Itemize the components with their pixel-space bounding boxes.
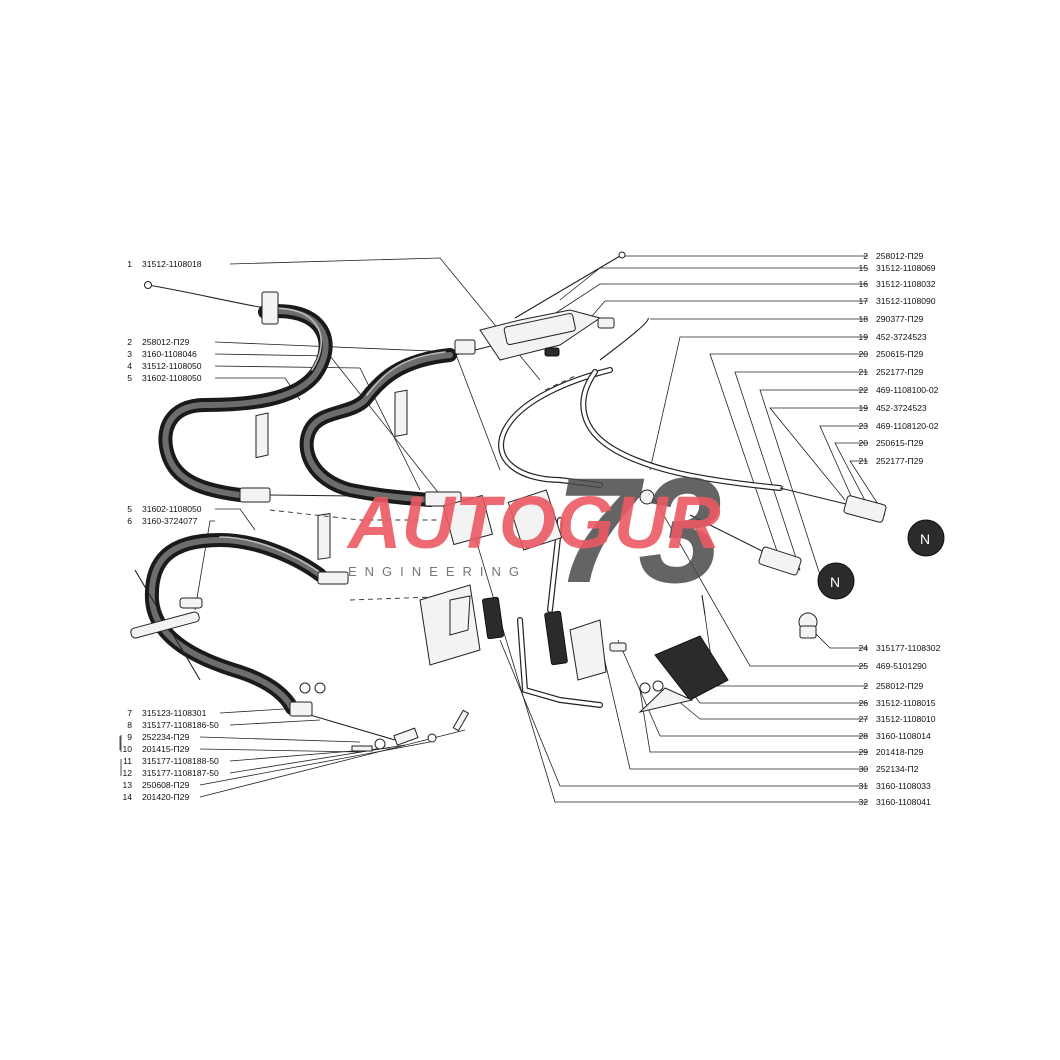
right-label-code: 3160-1108041 bbox=[876, 797, 931, 807]
right-label-code: 469-5101290 bbox=[876, 661, 927, 671]
left-label-code: 31512-1108050 bbox=[142, 361, 202, 371]
right-label-code: 252177-П29 bbox=[876, 456, 923, 466]
right-label-number: 16 bbox=[858, 279, 868, 289]
right-label-number: 20 bbox=[858, 438, 868, 448]
left-label-code: 3160-1108046 bbox=[142, 349, 197, 359]
watermark-tagline: ENGINEERING bbox=[348, 564, 527, 579]
left-label-number: 5 bbox=[127, 373, 132, 383]
brake-pedal-assembly bbox=[419, 489, 729, 713]
left-label-code: 201415-П29 bbox=[142, 744, 189, 754]
right-label-code: 31512-1108069 bbox=[876, 263, 936, 273]
left-label-number: 13 bbox=[122, 780, 132, 790]
right-label-code: 201418-П29 bbox=[876, 747, 923, 757]
right-label-code: 3160-1108014 bbox=[876, 731, 931, 741]
right-label-code: 290377-П29 bbox=[876, 314, 923, 324]
control-knobs: N N bbox=[639, 489, 945, 639]
left-label-number: 7 bbox=[127, 708, 132, 718]
right-part-labels: 2 258012-П29 15 31512-1108069 16 31512-110803… bbox=[858, 251, 940, 807]
right-label-number: 17 bbox=[858, 296, 868, 306]
left-label-number: 8 bbox=[127, 720, 132, 730]
right-label-number: 2 bbox=[863, 251, 868, 261]
right-label-number: 2 bbox=[863, 681, 868, 691]
right-label-code: 250615-П29 bbox=[876, 349, 923, 359]
left-label-number: 11 bbox=[123, 756, 132, 766]
right-label-code: 31512-1108010 bbox=[876, 714, 936, 724]
left-label-code: 315177-1108188-50 bbox=[142, 756, 219, 766]
left-label-code: 3160-3724077 bbox=[142, 516, 198, 526]
left-label-number: 6 bbox=[127, 516, 132, 526]
left-label-code: 258012-П29 bbox=[142, 337, 189, 347]
right-label-code: 252177-П29 bbox=[876, 367, 923, 377]
right-label-number: 25 bbox=[858, 661, 868, 671]
left-label-code: 31602-1108050 bbox=[142, 373, 202, 383]
left-label-code: 201420-П29 bbox=[142, 792, 189, 802]
left-label-code: 31512-1108018 bbox=[142, 259, 202, 269]
right-label-number: 20 bbox=[858, 349, 868, 359]
left-leader-lines bbox=[119, 257, 541, 798]
right-label-code: 250615-П29 bbox=[876, 438, 923, 448]
right-label-code: 452-3724523 bbox=[876, 332, 927, 342]
right-label-code: 315177-1108302 bbox=[876, 643, 941, 653]
left-label-number: 10 bbox=[122, 744, 132, 754]
right-label-code: 31512-1108032 bbox=[876, 279, 936, 289]
right-label-number: 27 bbox=[858, 714, 868, 724]
right-label-number: 19 bbox=[858, 403, 868, 413]
left-label-code: 31602-1108050 bbox=[142, 504, 202, 514]
parking-brake-cable-left bbox=[144, 281, 356, 503]
right-label-code: 31512-1108015 bbox=[876, 698, 936, 708]
left-label-number: 3 bbox=[127, 349, 132, 359]
left-label-number: 14 bbox=[122, 792, 132, 802]
right-label-number: 24 bbox=[858, 643, 868, 653]
right-label-code: 258012-П29 bbox=[876, 251, 923, 261]
left-label-number: 2 bbox=[127, 337, 132, 347]
left-label-code: 315177-1108187-50 bbox=[142, 768, 219, 778]
right-label-number: 18 bbox=[858, 314, 868, 324]
left-label-number: 1 bbox=[127, 259, 132, 269]
right-label-code: 469-1108100-02 bbox=[876, 385, 939, 395]
right-label-number: 29 bbox=[858, 747, 868, 757]
svg-text:N: N bbox=[830, 574, 840, 590]
right-label-number: 19 bbox=[858, 332, 868, 342]
right-label-number: 31 bbox=[858, 781, 868, 791]
parking-brake-cable-lower bbox=[130, 513, 470, 752]
right-label-number: 21 bbox=[858, 367, 868, 377]
right-label-number: 30 bbox=[858, 764, 868, 774]
watermark-brand: AUTOGUR bbox=[346, 481, 721, 564]
left-label-code: 315177-1108186-50 bbox=[142, 720, 219, 730]
left-label-number: 4 bbox=[127, 361, 132, 371]
left-label-number: 5 bbox=[127, 504, 132, 514]
right-label-code: 3160-1108033 bbox=[876, 781, 931, 791]
right-label-number: 26 bbox=[858, 698, 868, 708]
left-label-code: 250608-П29 bbox=[142, 780, 189, 790]
right-label-code: 258012-П29 bbox=[876, 681, 923, 691]
right-label-number: 15 bbox=[858, 263, 868, 273]
right-label-number: 28 bbox=[858, 731, 868, 741]
right-label-code: 31512-1108090 bbox=[876, 296, 936, 306]
left-label-code: 252234-П29 bbox=[142, 732, 189, 742]
left-label-code: 315123-1108301 bbox=[142, 708, 207, 718]
right-label-number: 32 bbox=[858, 797, 868, 807]
parking-brake-cable-middle bbox=[299, 339, 496, 507]
watermark-number: 73 bbox=[555, 446, 722, 614]
right-label-number: 23 bbox=[858, 421, 868, 431]
svg-text:N: N bbox=[920, 531, 930, 547]
brake-linkage-assembly bbox=[479, 251, 851, 506]
right-label-code: 469-1108120-02 bbox=[876, 421, 939, 431]
watermark: 73 AUTOGUR ENGINEERING bbox=[346, 446, 722, 614]
right-label-number: 22 bbox=[858, 385, 868, 395]
left-label-number: 9 bbox=[127, 732, 132, 742]
right-label-number: 21 bbox=[858, 456, 868, 466]
right-label-code: 452-3724523 bbox=[876, 403, 927, 413]
left-label-number: 12 bbox=[122, 768, 132, 778]
right-label-code: 252134-П2 bbox=[876, 764, 919, 774]
